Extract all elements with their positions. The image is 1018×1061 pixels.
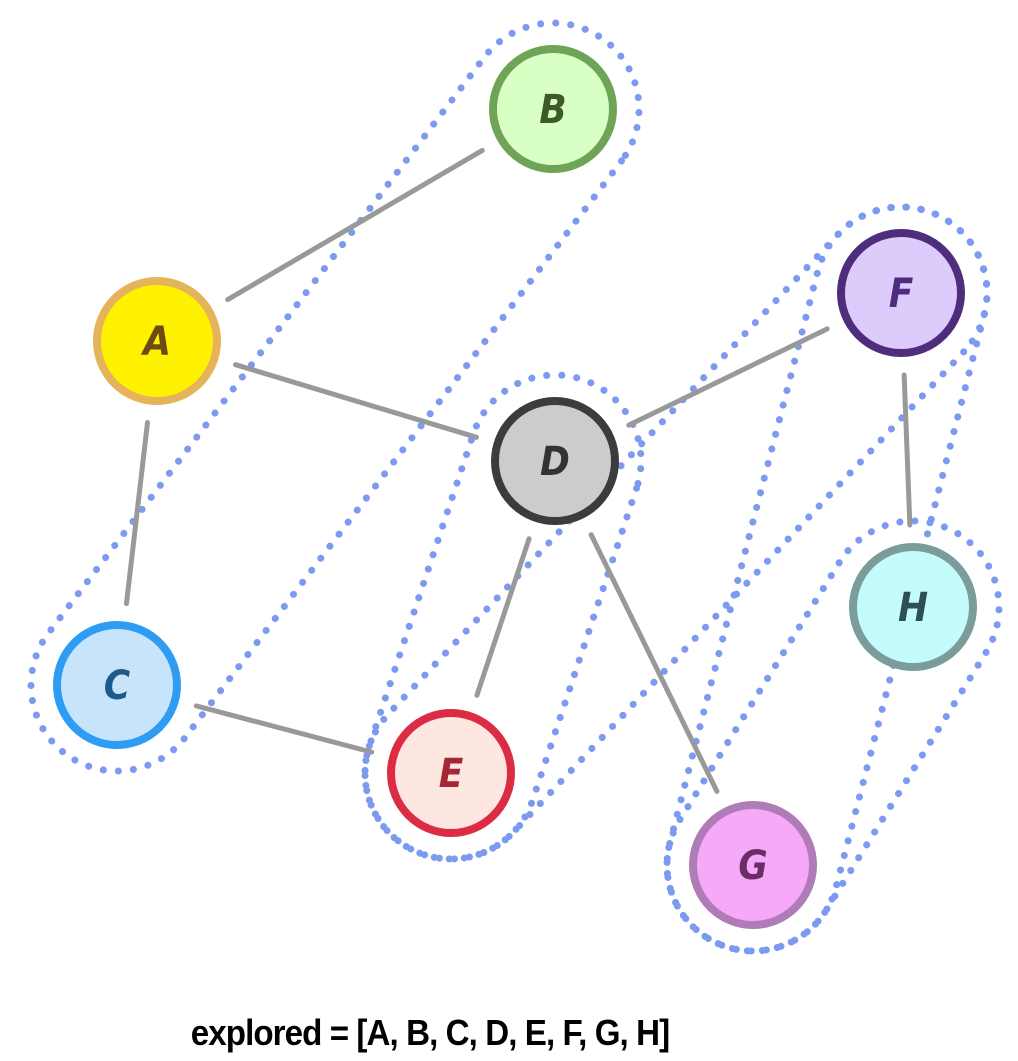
group-outline-b-c: [27, 19, 643, 775]
node-c-circle: [53, 621, 181, 749]
group-outline-d-e: [361, 371, 645, 863]
edge-a-c: [123, 419, 151, 607]
edge-d-g: [588, 532, 720, 794]
node-b: B: [489, 45, 617, 173]
node-g: G: [689, 801, 817, 929]
node-g-circle: [689, 801, 817, 929]
node-e: E: [387, 709, 515, 837]
node-d-label: D: [540, 439, 570, 485]
node-h-circle: [849, 543, 977, 671]
edge-d-f: [626, 326, 830, 428]
group-outline-f-g: [663, 203, 991, 955]
node-b-circle: [489, 45, 617, 173]
node-d: D: [491, 397, 619, 525]
group-outline-h-g: [663, 517, 1003, 955]
node-e-circle: [387, 709, 515, 837]
node-f-circle: [837, 229, 965, 357]
node-f-label: F: [889, 271, 914, 317]
node-a: A: [93, 277, 221, 405]
node-h: H: [849, 543, 977, 671]
node-b-label: B: [539, 87, 566, 133]
edge-a-d: [233, 362, 479, 440]
explored-list-caption: explored = [A, B, C, D, E, F, G, H]: [190, 1012, 670, 1053]
node-d-circle: [491, 397, 619, 525]
graph-edges: [123, 147, 913, 794]
node-g-label: G: [738, 843, 768, 889]
edge-a-b: [225, 147, 485, 303]
edge-c-e: [193, 703, 375, 755]
node-f: F: [837, 229, 965, 357]
graph-nodes: A B C D E F G H: [53, 45, 977, 929]
edge-d-e: [474, 536, 532, 698]
node-c: C: [53, 621, 181, 749]
node-a-circle: [93, 277, 221, 405]
node-c-label: C: [104, 663, 131, 709]
edge-f-h: [901, 372, 913, 528]
node-a-label: A: [140, 319, 171, 365]
node-h-label: H: [898, 585, 928, 631]
node-e-label: E: [439, 751, 464, 797]
